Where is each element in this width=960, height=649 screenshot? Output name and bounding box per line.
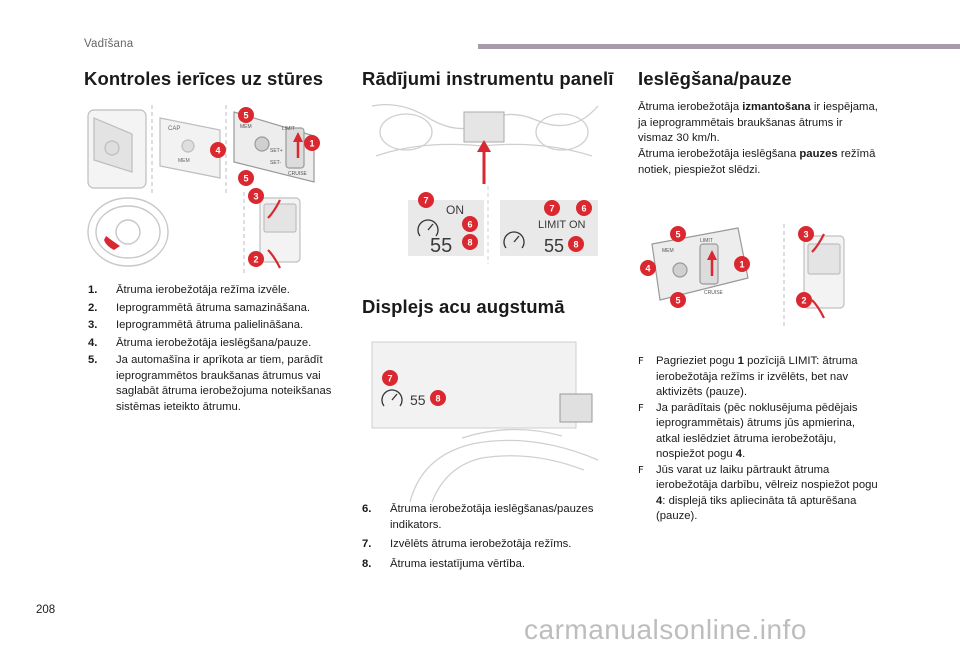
svg-text:6: 6 [582, 204, 587, 214]
watermark: carmanualsonline.info [524, 614, 807, 645]
svg-text:3: 3 [254, 192, 259, 202]
svg-text:4: 4 [216, 146, 221, 156]
title-activation-pause: Ieslēgšana/pauze [638, 68, 792, 89]
figure-stalk-activation: MEM LIMIT CRUISE 5 4 1 5 3 2 [640, 224, 845, 326]
label-cap: CAP [168, 126, 180, 132]
display-on-status: ON [446, 203, 464, 217]
title-steering-controls: Kontroles ierīces uz stūres [84, 68, 324, 89]
figure-instrument-panel: ON 55 LIMIT ON 55 7 6 8 7 6 8 [371, 103, 599, 264]
list-item: 4.Ātruma ierobežotāja ieslēgšana/pauze. [88, 336, 312, 349]
callout-6a: 6 [462, 216, 478, 232]
lever-closeup [803, 235, 845, 309]
windshield-area [371, 341, 577, 429]
callout-2: 2 [248, 251, 264, 267]
label-set-plus: SET+ [270, 148, 283, 154]
intro-pause: Ātruma ierobežotāja ieslēgšana pauzes re… [638, 148, 876, 176]
svg-text:8: 8 [468, 238, 473, 248]
title-instrument-panel: Rādījumi instrumentu panelī [362, 68, 614, 89]
callout-5b: 5 [238, 170, 254, 186]
label-mem-mid: MEM [178, 158, 190, 164]
callout-7a: 7 [418, 192, 434, 208]
list-item: 2.Ieprogrammētā ātruma samazināšana. [88, 301, 311, 314]
gauge-icon [503, 231, 525, 249]
svg-text:8: 8 [574, 240, 579, 250]
left-stalk-closeup [87, 109, 147, 189]
callout-3: 3 [248, 188, 264, 204]
display-on-speed: 55 [430, 235, 452, 257]
list-item: 7.Izvēlēts ātruma ierobežotāja režīms. [362, 538, 572, 550]
title-head-up-display: Displejs acu augstumā [362, 296, 565, 317]
svg-text:5: 5 [244, 111, 249, 121]
callout-3: 3 [798, 226, 814, 242]
svg-text:5: 5 [676, 296, 681, 306]
svg-text:1: 1 [310, 139, 315, 149]
hud-speed: 55 [410, 392, 426, 408]
main-stalk [651, 227, 749, 301]
panel-screen [463, 111, 505, 143]
page-number: 208 [36, 604, 56, 616]
display-limit-speed: 55 [544, 236, 564, 256]
dashboard-outline [409, 428, 599, 502]
callout-4: 4 [640, 260, 656, 276]
svg-text:8: 8 [436, 394, 441, 404]
figure-steering-controls: CAP MEM MEM LIMIT CRUISE SET+ SET- 5 1 4… [87, 105, 320, 275]
callout-5b: 5 [670, 292, 686, 308]
svg-text:5: 5 [244, 174, 249, 184]
lever-closeup [259, 197, 301, 263]
list-item: 5.Ja automašīna ir aprīkota ar tiem, par… [88, 354, 332, 413]
header-accent-bar [478, 44, 960, 49]
list-item: 8.Ātruma iestatījuma vērtība. [362, 557, 525, 570]
steering-wheel [87, 197, 169, 267]
callout-2: 2 [796, 292, 812, 308]
gauge-icon [417, 219, 439, 237]
callout-8b: 8 [568, 236, 584, 252]
callout-7b: 7 [544, 200, 560, 216]
callout-5a: 5 [670, 226, 686, 242]
figure-head-up-display: 55 7 8 [371, 341, 599, 502]
list-item: 6.Ātruma ierobežotāja ieslēgšanas/pauzes… [362, 503, 594, 531]
svg-text:7: 7 [550, 204, 555, 214]
label-cruise: CRUISE [704, 290, 724, 296]
list-item: 1.Ātruma ierobežotāja režīma izvēle. [88, 284, 290, 296]
callout-6b: 6 [576, 200, 592, 216]
label-set-minus: SET- [270, 160, 281, 166]
callout-8: 8 [430, 390, 446, 406]
section-header: Vadīšana [84, 38, 134, 50]
mid-stalk-closeup [159, 117, 221, 179]
svg-text:1: 1 [740, 260, 745, 270]
callout-8a: 8 [462, 234, 478, 250]
list-item: 3.Ieprogrammētā ātruma palielināšana. [88, 319, 304, 331]
label-cruise: CRUISE [288, 171, 308, 177]
svg-text:4: 4 [646, 264, 651, 274]
svg-text:6: 6 [468, 220, 473, 230]
label-mem: MEM [662, 248, 674, 254]
callout-4: 4 [210, 142, 226, 158]
svg-text:2: 2 [802, 296, 807, 306]
svg-text:7: 7 [388, 374, 393, 384]
callout-1: 1 [734, 256, 750, 272]
gauge-icon [381, 389, 403, 407]
intro-usage: Ātruma ierobežotāja izmantošana ir iespē… [638, 101, 878, 144]
svg-text:7: 7 [424, 196, 429, 206]
label-limit: LIMIT [700, 238, 713, 244]
svg-text:2: 2 [254, 255, 259, 265]
display-limit-status: LIMIT ON [538, 219, 586, 231]
label-limit: LIMIT [282, 126, 295, 132]
hud-screen [559, 393, 593, 423]
svg-text:3: 3 [804, 230, 809, 240]
callout-7: 7 [382, 370, 398, 386]
svg-text:5: 5 [676, 230, 681, 240]
wheel-controls-highlight [104, 236, 120, 250]
label-mem: MEM [240, 124, 252, 130]
controls-list: 1.Ātruma ierobežotāja režīma izvēle. 2.I… [88, 283, 340, 417]
callout-5a: 5 [238, 107, 254, 123]
callout-1: 1 [304, 135, 320, 151]
indicators-list: 6.Ātruma ierobežotāja ieslēgšanas/pauzes… [362, 502, 620, 574]
